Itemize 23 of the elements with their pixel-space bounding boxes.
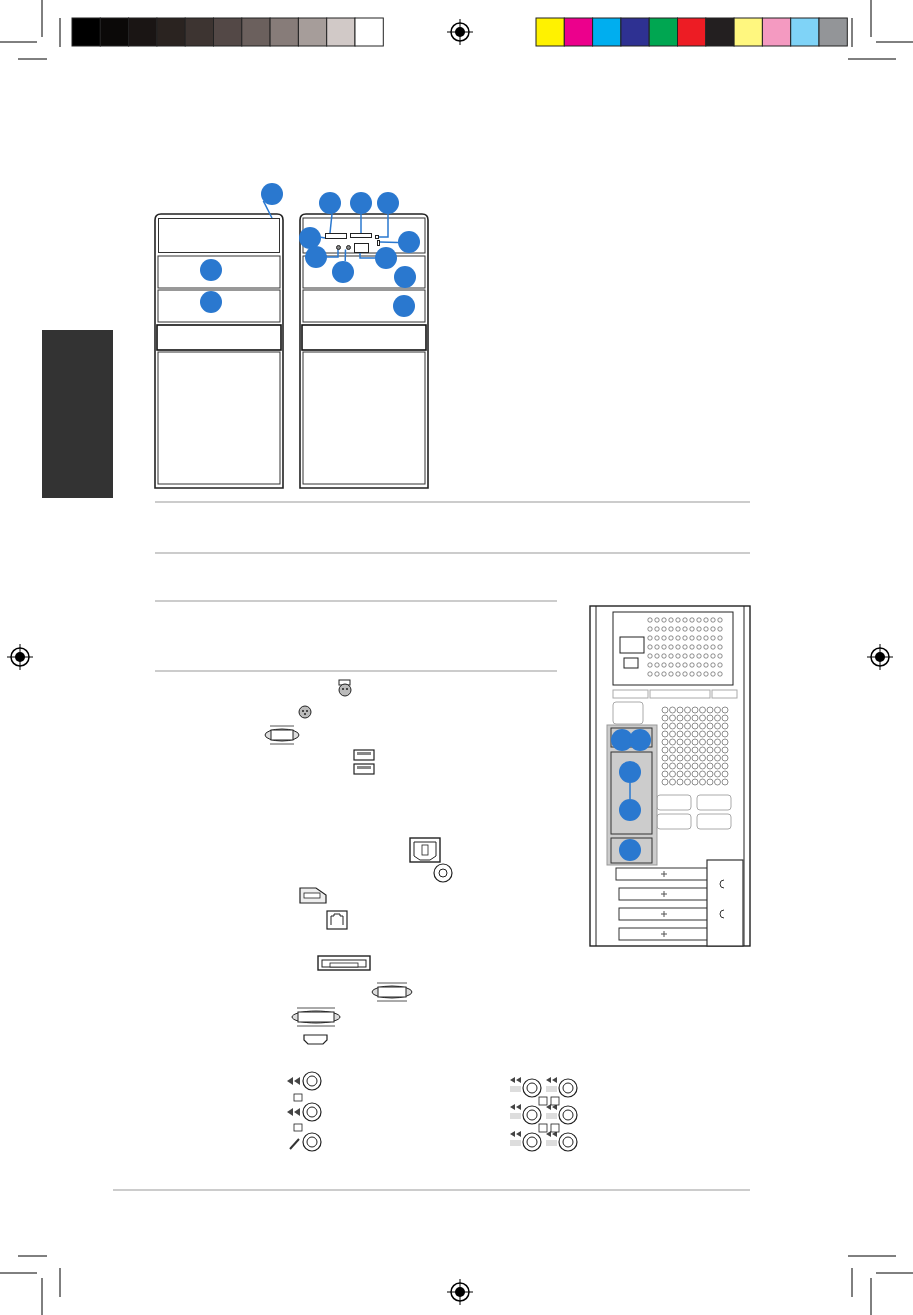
connector-line bbox=[360, 213, 362, 234]
connector-line bbox=[378, 213, 389, 238]
connector-line bbox=[262, 200, 273, 219]
connector-line bbox=[344, 248, 347, 262]
audio-jack-icon bbox=[345, 244, 351, 250]
drive-bay bbox=[158, 218, 280, 253]
side-tab bbox=[42, 330, 113, 498]
port-icon bbox=[377, 240, 380, 246]
connector-line bbox=[379, 241, 399, 244]
connector-line bbox=[329, 213, 333, 234]
callout-circle bbox=[319, 192, 341, 214]
connector-line bbox=[320, 236, 326, 239]
connector-line bbox=[629, 782, 631, 800]
callout-circle bbox=[261, 183, 283, 205]
connector-line bbox=[326, 248, 339, 258]
audio-jack-icon bbox=[335, 244, 341, 250]
card-reader-slot bbox=[325, 233, 347, 239]
reset-button bbox=[375, 235, 379, 239]
connector-line bbox=[359, 252, 376, 259]
callout-circle bbox=[350, 192, 372, 214]
usb-ports-icon bbox=[354, 243, 369, 253]
callout-circle bbox=[377, 192, 399, 214]
card-reader-slot bbox=[350, 233, 372, 238]
